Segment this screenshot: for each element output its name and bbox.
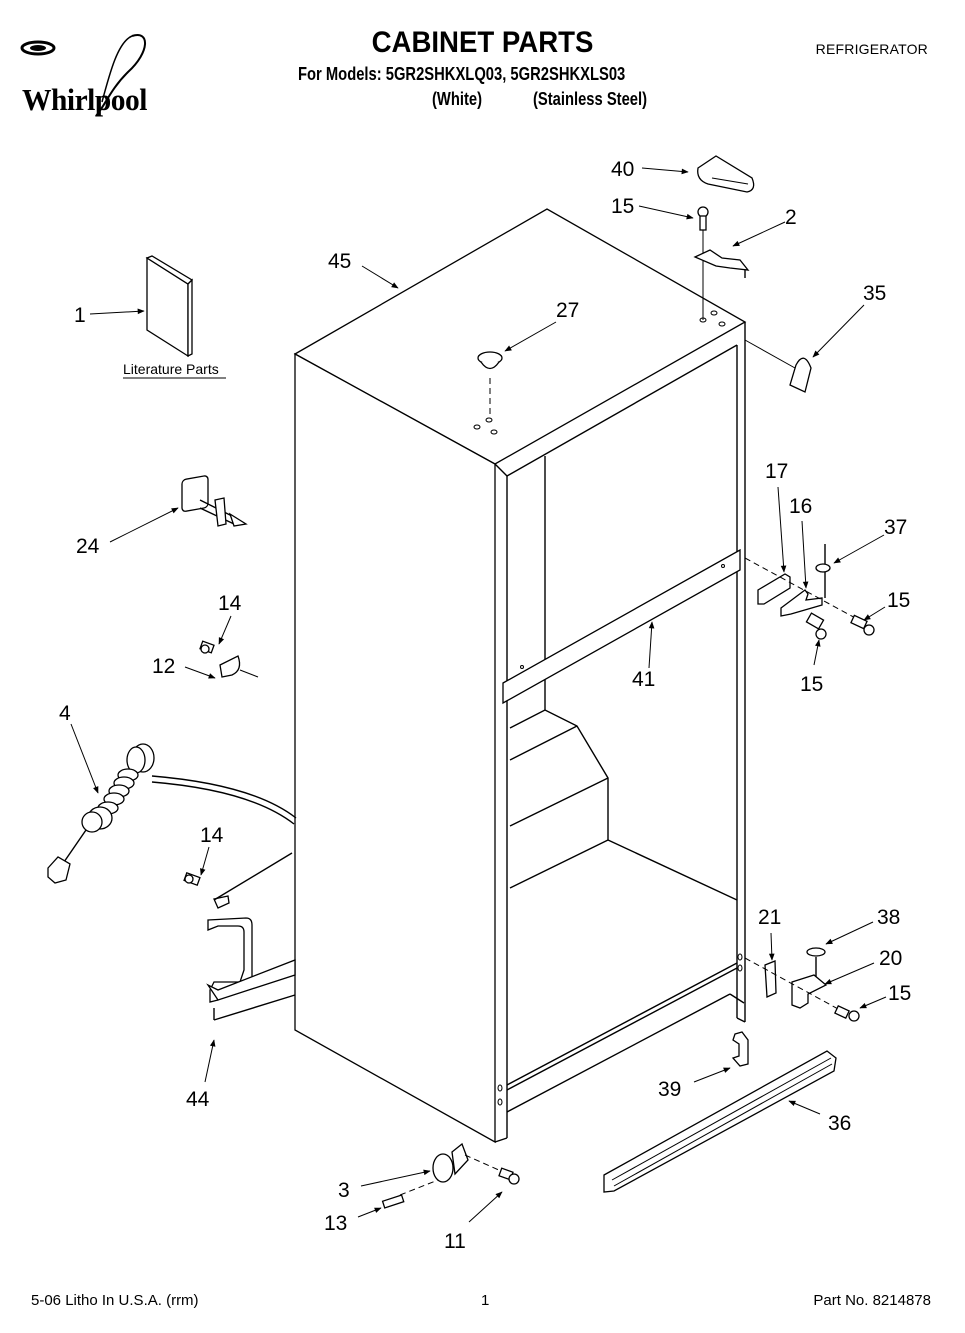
callout-labels: 40 15 2 45 27 35 1 24 17 16 37 15 15 14 …	[59, 158, 911, 1253]
callout-21[interactable]: 21	[758, 906, 781, 929]
logo-swirl-icon	[20, 34, 146, 117]
callout-41[interactable]: 41	[632, 668, 655, 691]
toe-grille-part[interactable]	[603, 1050, 837, 1193]
center-hinge-part[interactable]	[744, 544, 875, 640]
callout-35[interactable]: 35	[863, 282, 886, 305]
callout-15-top[interactable]: 15	[611, 195, 634, 218]
callout-15-center-bottom[interactable]: 15	[800, 673, 823, 696]
variant-white: (White)	[432, 89, 483, 109]
bottom-hinge-part[interactable]	[744, 947, 860, 1022]
hinge-cap-part[interactable]	[744, 339, 812, 393]
variant-stainless: (Stainless Steel)	[533, 89, 648, 109]
roller-part[interactable]	[381, 1142, 520, 1209]
callout-17[interactable]: 17	[765, 460, 788, 483]
plug-button-part[interactable]	[477, 351, 503, 418]
literature-part[interactable]	[145, 255, 194, 358]
callout-15-center-right[interactable]: 15	[887, 589, 910, 612]
callout-24[interactable]: 24	[76, 535, 100, 558]
part-number: Part No. 8214878	[813, 1292, 931, 1309]
callout-4[interactable]: 4	[59, 702, 71, 725]
page-title: CABINET PARTS	[371, 26, 594, 59]
models-line: For Models: 5GR2SHKXLQ03, 5GR2SHKXLS03	[298, 64, 626, 84]
callout-15-bottom[interactable]: 15	[888, 982, 911, 1005]
callout-38[interactable]: 38	[877, 906, 900, 929]
callout-44[interactable]: 44	[186, 1088, 210, 1111]
callout-2[interactable]: 2	[785, 206, 797, 229]
callout-14-upper[interactable]: 14	[218, 592, 242, 615]
callout-11[interactable]: 11	[444, 1230, 466, 1253]
callout-37[interactable]: 37	[884, 516, 907, 539]
top-hinge-part[interactable]	[693, 249, 750, 278]
callout-1[interactable]: 1	[74, 304, 86, 327]
print-info: 5-06 Litho In U.S.A. (rrm)	[31, 1292, 199, 1309]
top-hinge-cover-part[interactable]	[697, 155, 755, 193]
callout-16[interactable]: 16	[789, 495, 812, 518]
callout-13[interactable]: 13	[324, 1212, 347, 1235]
power-cord-part[interactable]	[47, 743, 297, 884]
callout-20[interactable]: 20	[879, 947, 902, 970]
callout-leaders	[70, 167, 887, 1223]
callout-39[interactable]: 39	[658, 1078, 681, 1101]
brand-name: Whirlpool	[22, 82, 148, 117]
callout-40[interactable]: 40	[611, 158, 634, 181]
callout-14-lower[interactable]: 14	[200, 824, 224, 847]
callout-36[interactable]: 36	[828, 1112, 851, 1135]
screw-15-top[interactable]	[697, 206, 709, 320]
callout-45[interactable]: 45	[328, 250, 351, 273]
cover-plate-part[interactable]	[183, 852, 296, 1021]
stop-part[interactable]	[181, 475, 248, 527]
page-number: 1	[481, 1292, 490, 1309]
callout-12[interactable]: 12	[152, 655, 175, 678]
literature-caption: Literature Parts	[123, 361, 219, 377]
callout-3[interactable]: 3	[338, 1179, 350, 1202]
cabinet-part[interactable]	[293, 208, 747, 1144]
grille-clip-part[interactable]	[731, 1031, 749, 1067]
callout-27[interactable]: 27	[556, 299, 579, 322]
clamp-part[interactable]	[199, 640, 259, 678]
whirlpool-logo: Whirlpool	[10, 32, 190, 117]
product-category: REFRIGERATOR	[815, 41, 928, 57]
